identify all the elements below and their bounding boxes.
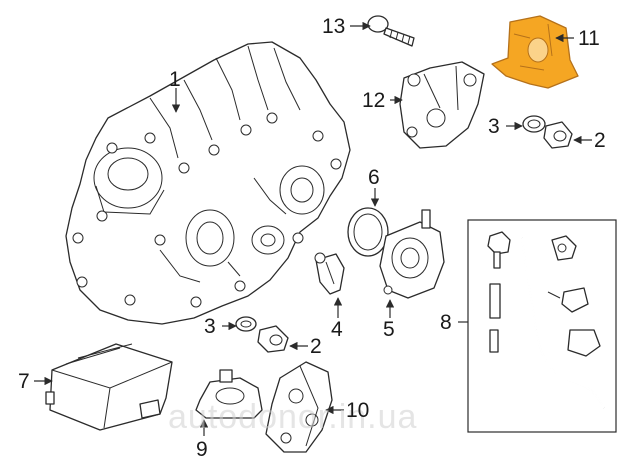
transmission-housing [65, 41, 351, 325]
o-ring-6 [347, 207, 389, 257]
sensor-4 [314, 252, 345, 295]
callout-6: 6 [368, 166, 380, 189]
callout-1: 1 [169, 68, 181, 91]
callout-4: 4 [331, 318, 343, 341]
callout-13: 13 [322, 15, 345, 38]
callout-labels: 1 13 11 12 3 2 6 3 2 4 5 8 7 9 10 [18, 15, 606, 461]
washer-3-bottom [235, 316, 257, 332]
washer-3-top [522, 115, 546, 133]
engine-mount-11-highlighted [491, 15, 579, 89]
bolt-13 [367, 15, 415, 47]
callout-8: 8 [440, 311, 452, 334]
callout-2-bottom: 2 [310, 335, 322, 358]
callout-3-bottom: 3 [204, 315, 216, 338]
callout-9: 9 [196, 438, 208, 461]
watermark-text: autodonor.in.ua [168, 398, 417, 436]
drain-plug-2-top [543, 121, 573, 149]
callout-3-top: 3 [488, 115, 500, 138]
callout-10: 10 [346, 399, 369, 422]
callout-12: 12 [362, 89, 385, 112]
callout-5: 5 [383, 318, 395, 341]
engine-mount-9 [195, 369, 263, 419]
drain-plug-2-bottom [257, 325, 289, 353]
harness-kit-8 [467, 219, 617, 433]
actuator-5 [379, 209, 445, 299]
bracket-12 [399, 61, 485, 149]
callout-2-top: 2 [594, 129, 606, 152]
callout-7: 7 [18, 370, 30, 393]
bracket-10 [265, 361, 333, 453]
leader-lines [34, 21, 592, 436]
callout-11: 11 [578, 27, 600, 50]
control-module-7 [45, 343, 173, 431]
